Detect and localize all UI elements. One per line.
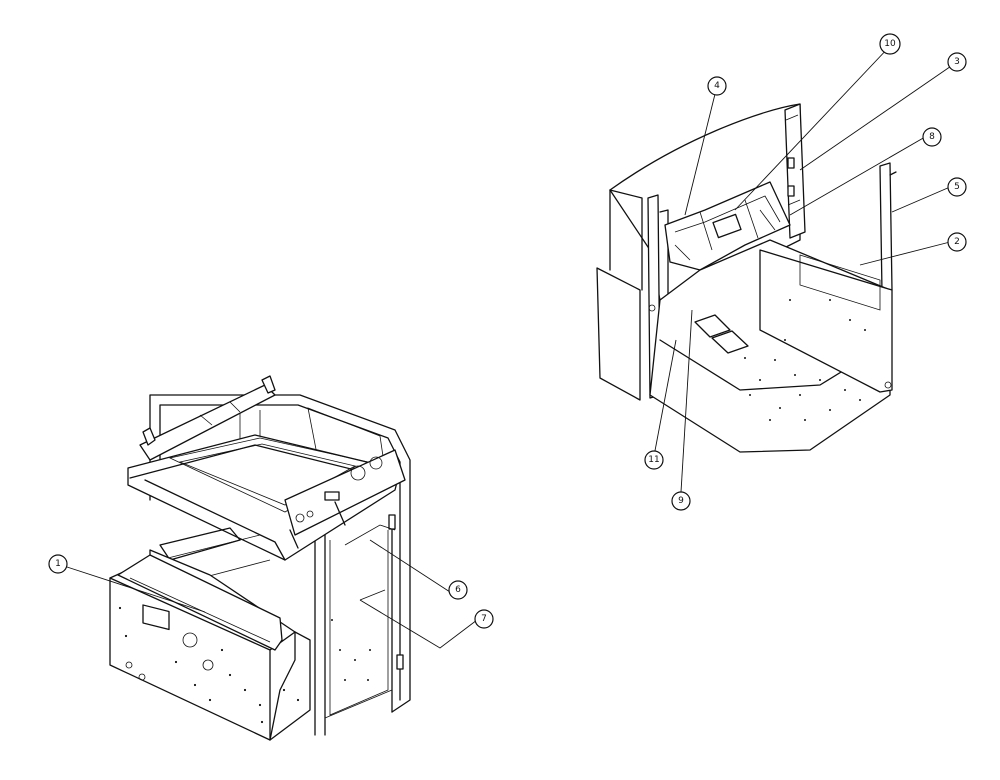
svg-text:7: 7: [481, 614, 487, 624]
callout-8: 8: [922, 127, 942, 147]
svg-text:6: 6: [455, 585, 461, 595]
callout-9: 9: [671, 491, 691, 511]
callout-4: 4: [707, 76, 727, 96]
svg-text:2: 2: [954, 237, 960, 247]
svg-text:11: 11: [648, 455, 659, 465]
callout-6: 6: [448, 580, 468, 600]
svg-text:9: 9: [678, 496, 684, 506]
callout-5: 5: [947, 177, 967, 197]
callout-3: 3: [947, 52, 967, 72]
right-cab-assembly: [596, 103, 897, 453]
callout-2: 2: [947, 232, 967, 252]
callout-11: 11: [644, 450, 664, 470]
svg-text:1: 1: [55, 559, 61, 569]
left-cab-assembly: [109, 375, 411, 741]
callout-7: 7: [474, 609, 494, 629]
svg-text:4: 4: [714, 81, 720, 91]
svg-text:8: 8: [929, 132, 935, 142]
callout-10: 10: [879, 33, 901, 55]
leader-lines: [66, 45, 958, 649]
svg-text:3: 3: [954, 57, 960, 67]
svg-text:5: 5: [954, 182, 960, 192]
svg-text:10: 10: [884, 39, 896, 49]
callout-1: 1: [48, 554, 68, 574]
